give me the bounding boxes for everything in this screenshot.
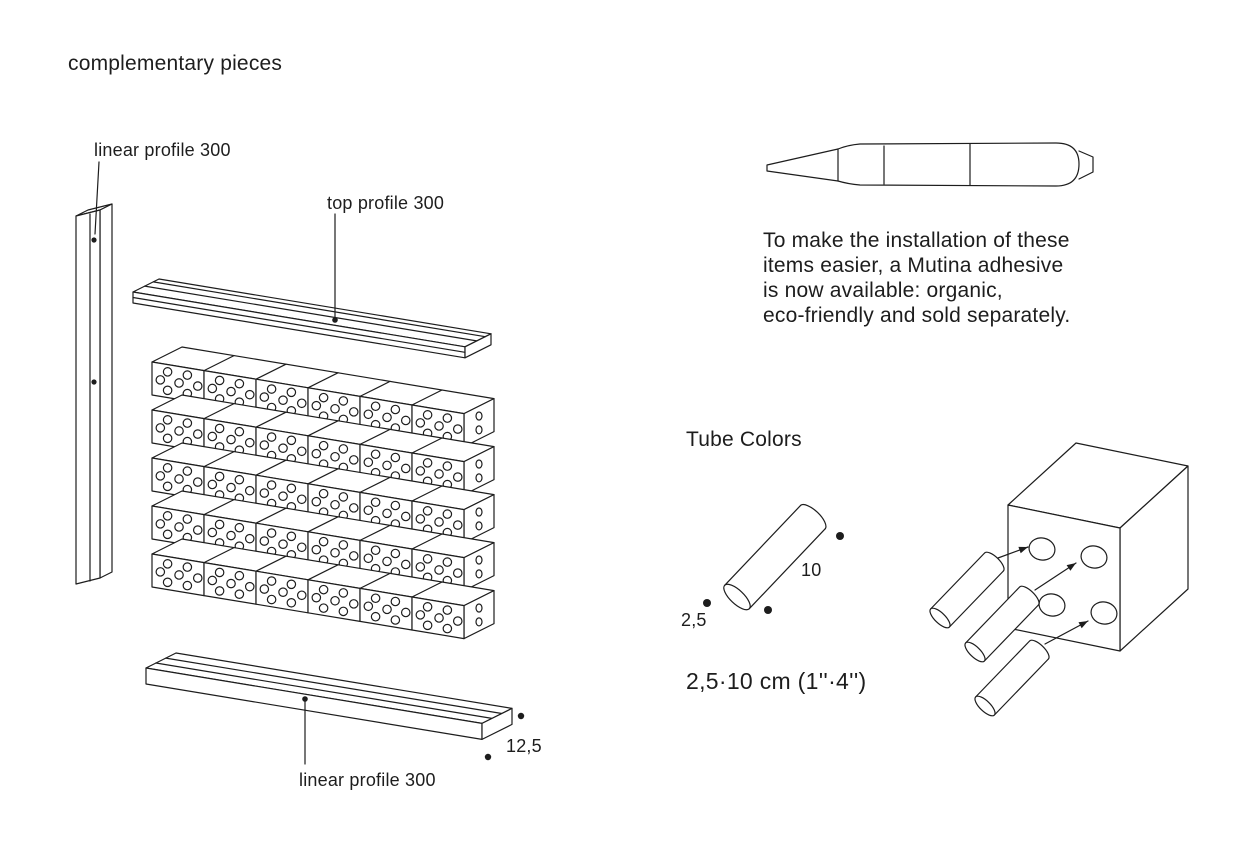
- cube-with-tubes-drawing: [929, 442, 1189, 717]
- adhesive-tube-drawing: [766, 142, 1094, 187]
- top-profile-drawing: [132, 213, 492, 359]
- depth-dimension-dots: [484, 712, 525, 761]
- dimension-10: 10: [801, 560, 822, 580]
- left-linear-profile-drawing: [75, 161, 113, 585]
- tube-colors-heading: Tube Colors: [686, 428, 802, 451]
- adhesive-description-line: items easier, a Mutina adhesive: [763, 254, 1064, 277]
- label-top-profile: top profile 300: [327, 193, 445, 213]
- adhesive-description-line: eco-friendly and sold separately.: [763, 304, 1071, 327]
- dimension-12-5: 12,5: [506, 736, 542, 756]
- adhesive-description-line: is now available: organic,: [763, 279, 1003, 302]
- dimension-2-5: 2,5: [681, 610, 707, 630]
- tube-size-label: 2,5·10 cm (1''·4''): [686, 668, 867, 694]
- label-linear-profile-bottom: linear profile 300: [299, 770, 436, 790]
- page-title: complementary pieces: [68, 52, 283, 75]
- adhesive-description-line: To make the installation of these: [763, 229, 1070, 252]
- bottom-linear-profile-drawing: [145, 652, 513, 765]
- tile-wall-drawing: [151, 346, 495, 640]
- adhesive-description: To make the installation of these items …: [763, 228, 1070, 328]
- tube-cylinder-drawing: [703, 503, 844, 614]
- label-linear-profile-left: linear profile 300: [94, 140, 231, 160]
